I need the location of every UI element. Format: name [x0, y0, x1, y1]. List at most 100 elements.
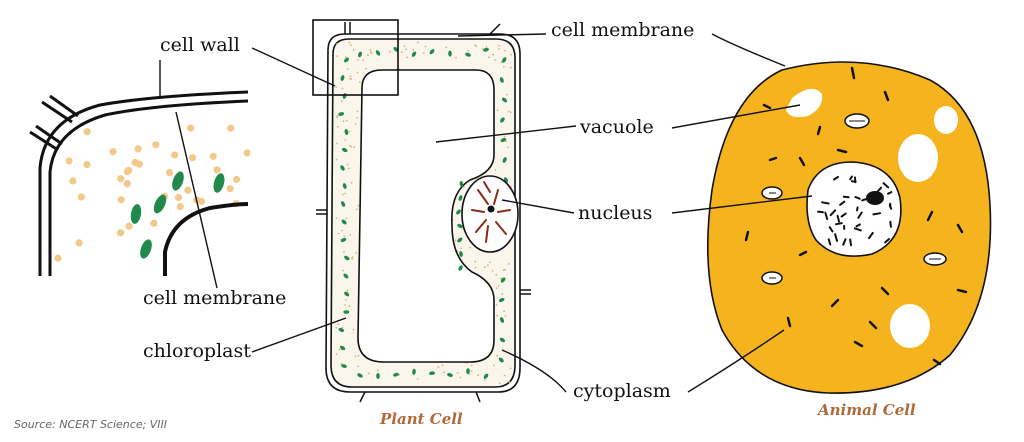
plant-chloroplasts [338, 46, 509, 379]
cytoplasm-dot [354, 355, 357, 358]
cytoplasm-dot [485, 46, 488, 48]
cytoplasm-dot [389, 50, 391, 53]
speck [868, 320, 878, 330]
cytoplasm-dot [213, 166, 221, 174]
cytoplasm-dot [443, 371, 445, 373]
cytoplasm-dot [123, 168, 131, 176]
chromatin-strand [872, 212, 882, 216]
cytoplasm-dot [355, 252, 358, 254]
chloroplast-mark [483, 47, 489, 52]
speck [744, 230, 750, 242]
cytoplasm-dot [355, 208, 358, 211]
chloroplast-mark [456, 209, 461, 215]
chromatin-strand [884, 238, 890, 244]
cytoplasm-dot [358, 81, 361, 83]
cytoplasm-dot [342, 120, 345, 123]
cytoplasm-dot [405, 48, 407, 51]
chromatin-strand [821, 201, 830, 205]
nucleus-strand [477, 189, 489, 205]
cytoplasm-dot [344, 299, 347, 301]
cytoplasm-dot [474, 266, 477, 269]
cytoplasm-dot [437, 366, 440, 369]
cytoplasm-dot [369, 49, 372, 51]
cytoplasm-dot [500, 61, 503, 64]
cytoplasm-dot [488, 56, 490, 59]
cytoplasm-dot [495, 274, 498, 276]
cytoplasm-dot [343, 235, 346, 238]
cytoplasm-dot [496, 314, 498, 317]
caption-animal-cell: Animal Cell [818, 401, 916, 419]
chromatin-strand [876, 186, 883, 193]
cytoplasm-dot [493, 364, 495, 367]
leader-chloroplast [251, 317, 347, 353]
animal-specks [744, 66, 968, 366]
cytoplasm-dot [336, 142, 338, 145]
plant-cell-wall-outer [325, 33, 521, 393]
cytoplasm-dot [189, 154, 197, 162]
cytoplasm-dot [509, 367, 512, 370]
chloroplast-mark [140, 239, 152, 259]
chloroplast-mark [499, 77, 504, 83]
cytoplasm-dot [343, 250, 345, 253]
chromatin-strand [849, 238, 852, 247]
chromatin-strand [829, 209, 837, 217]
cytoplasm-dot [483, 266, 486, 269]
leader-nucleus-animal [671, 195, 813, 214]
cytoplasm-dot [505, 140, 508, 143]
nucleus-strand [475, 219, 487, 233]
chromatin-strand [842, 195, 850, 199]
chloroplast-mark [340, 75, 345, 81]
nucleus-strand [471, 209, 485, 213]
cytoplasm-dot [176, 203, 184, 211]
cytoplasm-dot [350, 78, 353, 80]
cytoplasm-dot [349, 234, 352, 236]
cytoplasm-dot [497, 285, 500, 287]
chloroplast-mark [343, 273, 349, 279]
label-cell-membrane-left: cell membrane [143, 287, 287, 309]
chloroplast-mark [376, 373, 380, 379]
cytoplasm-dot [165, 169, 174, 177]
plant-nucleus [461, 175, 519, 253]
chloroplast-mark [341, 147, 348, 153]
chloroplast-mark [340, 165, 345, 171]
speck [786, 316, 792, 328]
cytoplasm-dot [494, 59, 497, 61]
chromatin-strand [827, 238, 832, 246]
cytoplasm-dot [508, 381, 511, 383]
cytoplasm-dot [350, 182, 353, 184]
chromatin-strand [882, 182, 890, 189]
zoom-wall-stub-4 [49, 94, 79, 118]
leader-cell-membrane-plant [457, 33, 547, 37]
chloroplast-mark [375, 50, 381, 56]
cytoplasm-dot [357, 204, 360, 207]
animal-chromatin [817, 175, 893, 247]
cytoplasm-dot [174, 193, 183, 201]
cytoplasm-dot [455, 56, 457, 59]
cytoplasm-dot [351, 258, 353, 260]
animal-vacuole [898, 134, 938, 182]
cytoplasm-dot [348, 41, 351, 44]
chromatin-strand [889, 220, 892, 228]
cytoplasm-dot [227, 124, 235, 132]
cytoplasm-dot [509, 111, 512, 114]
label-chloroplast: chloroplast [143, 340, 251, 362]
caption-plant-cell: Plant Cell [380, 410, 463, 428]
cytoplasm-dot [489, 261, 491, 264]
zoom-cell-wall-inner [48, 99, 249, 276]
chloroplast-mark [341, 201, 346, 207]
cytoplasm-dot [503, 65, 505, 68]
speck [853, 340, 864, 348]
chloroplast-mark [457, 237, 463, 243]
cytoplasm-dot [125, 222, 133, 230]
chloroplast-mark [342, 183, 347, 189]
cytoplasm-dot [336, 55, 338, 58]
cytoplasm-dot [356, 110, 359, 113]
plant-wall-stub-top [344, 22, 351, 34]
animal-nucleus [806, 161, 902, 257]
cytoplasm-dot [335, 86, 338, 88]
chromatin-strand [842, 238, 847, 246]
cytoplasm-dot [117, 229, 125, 237]
nucleus-strand [485, 225, 489, 243]
plant-wall-stub-top-right [489, 23, 501, 35]
chloroplast-mark [344, 291, 350, 297]
